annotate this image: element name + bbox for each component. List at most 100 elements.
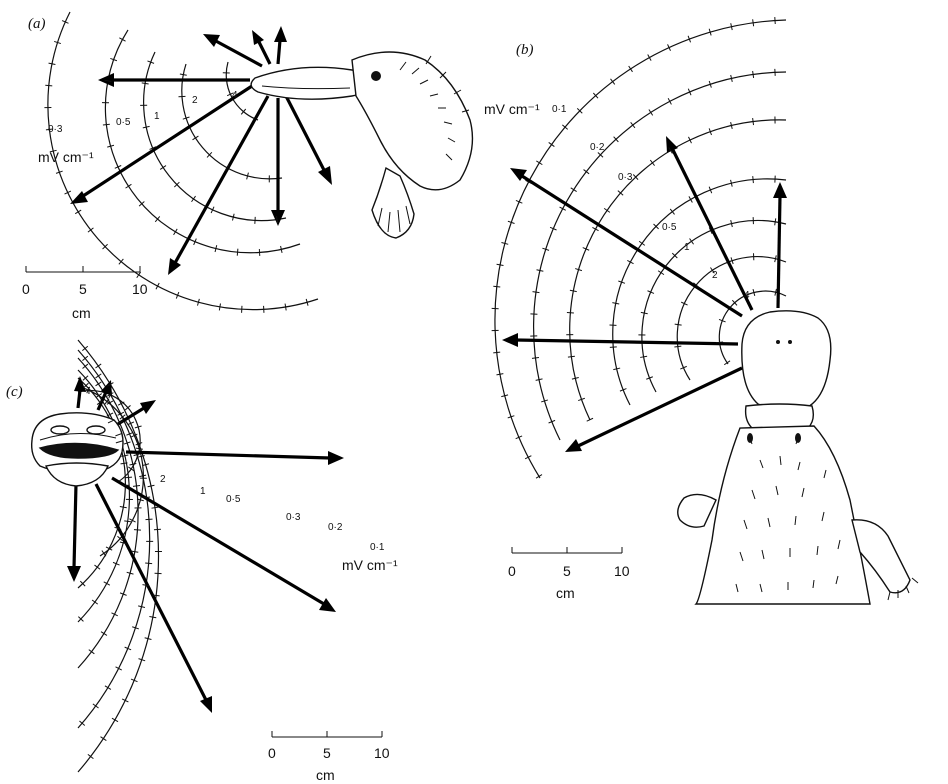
arrowhead: [168, 258, 181, 275]
contour-tick: [210, 206, 215, 214]
contour-tick: [730, 121, 733, 130]
contour-label: 2: [160, 474, 166, 485]
contour-tick: [559, 206, 566, 211]
contour-tick: [101, 550, 107, 557]
contour-tick: [774, 255, 777, 263]
field-arrow: [125, 450, 331, 460]
contour-arc: [612, 178, 787, 406]
panel-a: (a) 0·3 0·5: [22, 11, 474, 321]
contour-tick: [94, 564, 101, 570]
contour-arc: [77, 357, 139, 669]
contour-tick: [102, 243, 108, 250]
panel-a-contour-labels: 0·3 0·5 1 2 4: [48, 90, 238, 135]
contour-tick: [576, 108, 583, 114]
contour-tick: [119, 37, 126, 42]
field-arrow: [521, 174, 743, 318]
arrowhead: [67, 566, 81, 582]
contour-tick: [671, 252, 678, 259]
contour-arc: [225, 61, 259, 121]
contour-tick: [111, 717, 119, 723]
contour-tick: [115, 440, 123, 444]
contour-tick: [718, 319, 726, 323]
field-arrow: [670, 147, 754, 311]
contour-tick: [114, 165, 122, 169]
contour-tick: [774, 288, 777, 296]
contour-tick: [104, 79, 112, 82]
contour-tick: [582, 247, 590, 251]
contour-tick: [708, 128, 712, 136]
contour-tick: [515, 435, 523, 440]
contour-tick: [95, 393, 103, 398]
contour-tick: [138, 658, 146, 662]
arrowhead: [328, 451, 344, 465]
contour-tick: [128, 466, 135, 472]
contour-tick: [117, 535, 124, 542]
contour-tick: [137, 455, 145, 458]
arrowhead: [74, 376, 86, 392]
contour-tick: [191, 195, 196, 203]
contour-tick: [647, 290, 655, 294]
contour-tick: [646, 376, 653, 380]
contour-arc: [77, 339, 160, 773]
contour-tick: [88, 649, 95, 655]
contour-tick: [133, 453, 141, 457]
platypus-top-view-icon: [677, 310, 919, 605]
field-arrow: [111, 476, 325, 606]
contour-tick: [708, 186, 713, 194]
contour-tick: [106, 400, 114, 405]
contour-tick: [640, 311, 648, 315]
contour-label: 1: [154, 111, 160, 122]
field-arrow: [94, 483, 208, 701]
contour-tick: [501, 394, 509, 398]
field-arrow: [577, 366, 743, 448]
field-arrow: [72, 483, 78, 569]
contour-tick: [496, 373, 504, 376]
contour-tick: [142, 125, 150, 129]
contour-tick: [231, 213, 235, 221]
contour-tick: [609, 346, 617, 348]
contour-tick: [61, 20, 69, 24]
contour-tick: [138, 201, 145, 207]
scale-tick-label: 10: [374, 745, 390, 761]
arrowhead: [319, 598, 336, 612]
field-arrow: [256, 39, 272, 65]
contour-tick: [119, 506, 127, 509]
contour-tick: [549, 226, 557, 231]
panel-a-scale-bar: 0 5 10 cm: [22, 266, 148, 321]
field-arrow: [515, 338, 739, 346]
contour-tick: [193, 238, 197, 246]
panel-c-letter: (c): [6, 384, 23, 400]
contour-tick: [127, 421, 135, 426]
contour-arc: [47, 11, 319, 311]
contour-tick: [151, 506, 159, 509]
field-arrow: [776, 195, 782, 309]
contour-tick: [132, 485, 141, 487]
contour-tick: [130, 678, 138, 683]
contour-tick: [496, 263, 504, 267]
panel-b-unit-label: mV cm⁻¹: [484, 101, 540, 117]
panel-b-letter: (b): [516, 42, 534, 58]
contour-tick: [197, 298, 200, 306]
contour-tick: [96, 400, 104, 405]
contour-tick: [669, 208, 675, 215]
contour-tick: [106, 412, 114, 417]
contour-tick: [246, 172, 249, 180]
arrowhead: [252, 30, 264, 45]
contour-tick: [115, 666, 122, 671]
contour-arc: [641, 219, 787, 393]
contour-tick: [680, 301, 688, 306]
contour-tick: [531, 357, 540, 359]
contour-tick: [708, 28, 712, 36]
contour-tick: [493, 351, 501, 354]
contour-tick: [752, 70, 755, 78]
contour-tick: [653, 223, 659, 230]
contour-tick: [507, 415, 515, 419]
contour-tick: [121, 698, 129, 703]
contour-tick: [74, 209, 82, 215]
arrowhead: [773, 182, 787, 198]
contour-label: 0·3: [286, 512, 301, 523]
contour-tick: [730, 23, 733, 31]
contour-tick: [571, 376, 579, 380]
contour-tick: [107, 419, 115, 424]
